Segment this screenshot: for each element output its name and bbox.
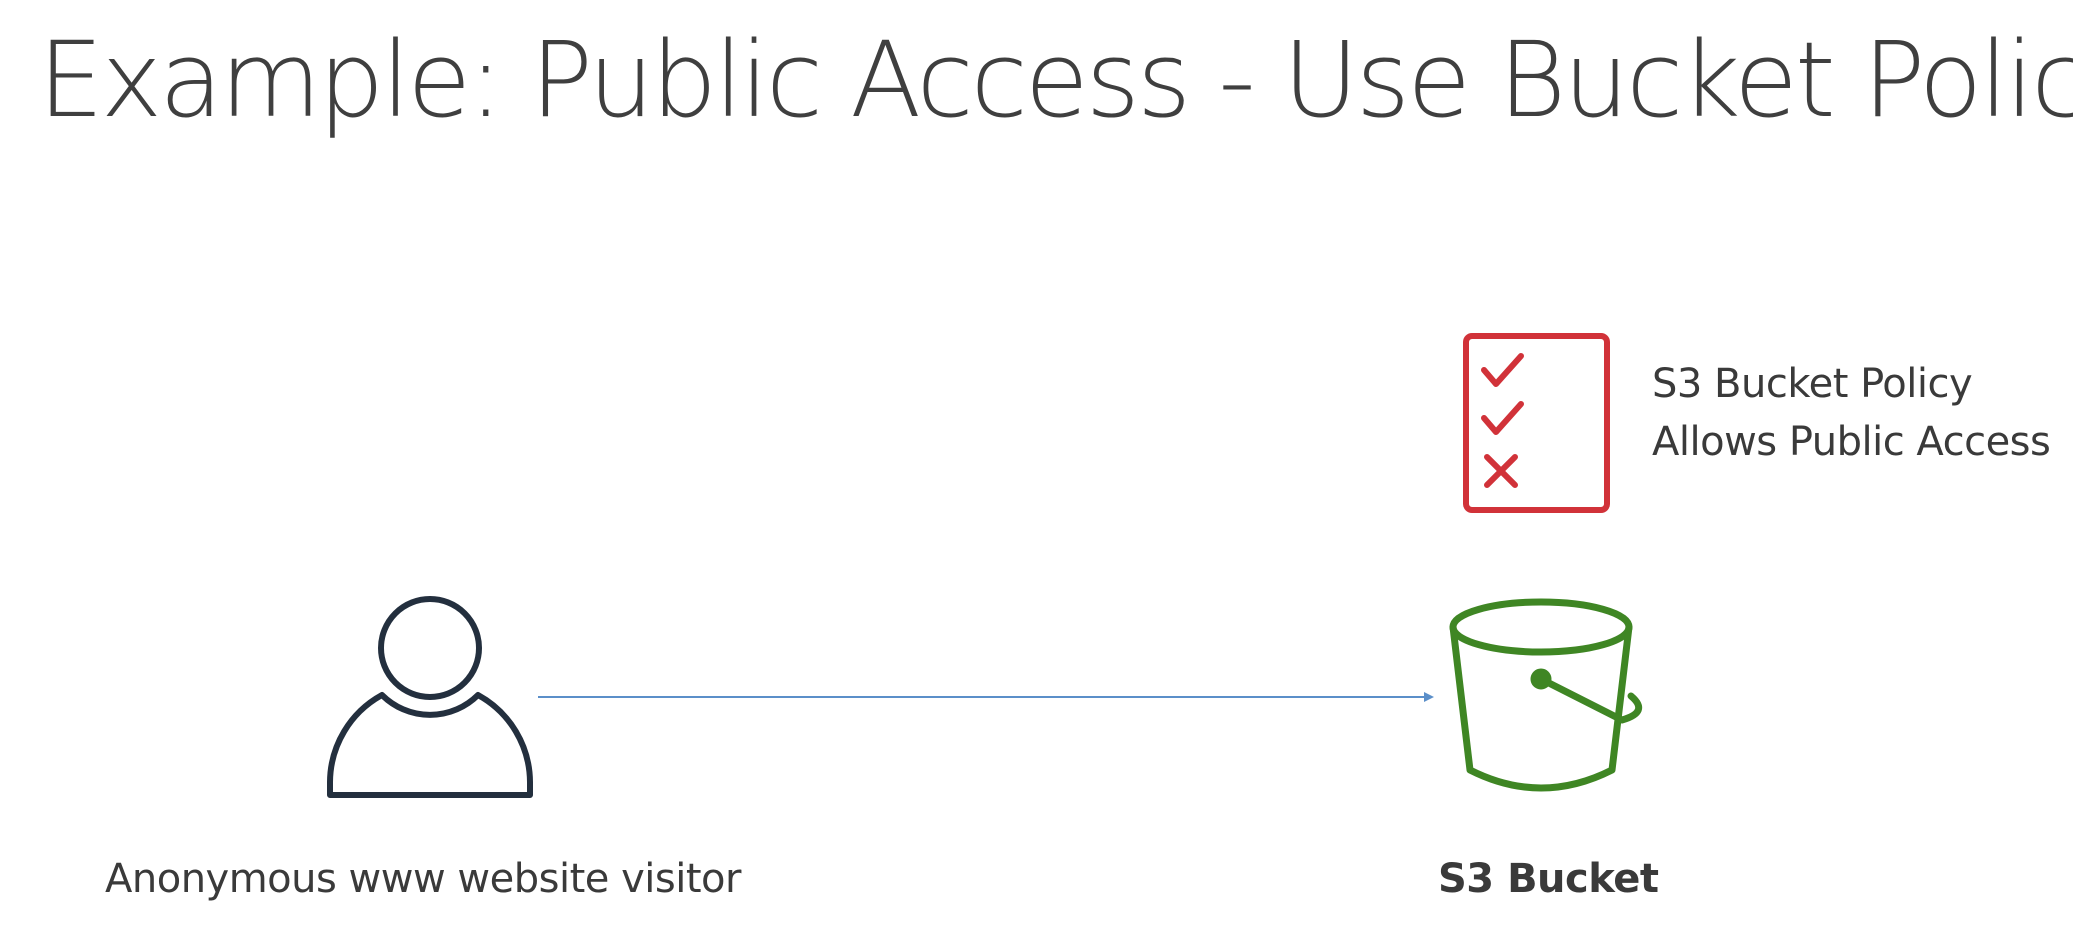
policy-label-line-1: S3 Bucket Policy xyxy=(1652,361,1973,407)
s3-bucket-icon xyxy=(1449,598,1643,792)
visitor-label: Anonymous www website visitor xyxy=(105,856,741,902)
policy-label-line-2: Allows Public Access xyxy=(1652,419,2051,465)
user-icon xyxy=(327,596,533,798)
checklist-icon xyxy=(1463,333,1610,513)
slide-title: Example: Public Access - Use Bucket Poli… xyxy=(38,19,2073,141)
bucket-label: S3 Bucket xyxy=(1438,856,1659,902)
